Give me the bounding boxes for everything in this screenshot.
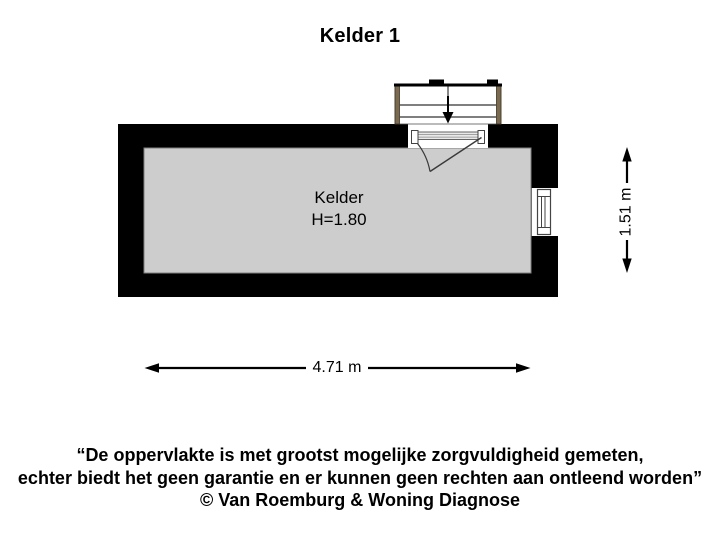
width-arrowhead-right-icon — [516, 363, 531, 373]
stair-down-arrow-icon — [442, 112, 454, 124]
height-arrowhead-top-icon — [622, 147, 632, 162]
stair-stringer-right — [496, 85, 502, 125]
height-dimension-label: 1.51 m — [612, 183, 641, 240]
height-arrowhead-bottom-icon — [622, 258, 632, 273]
door-leaf — [429, 136, 482, 173]
stair-top-edge — [394, 83, 502, 87]
page-title: Kelder 1 — [319, 25, 401, 47]
door-post-left — [411, 130, 419, 144]
copyright-line: © Van Roemburg & Woning Diagnose — [200, 490, 520, 510]
window-frame — [536, 188, 552, 236]
width-arrowhead-left-icon — [144, 363, 159, 373]
door-threshold — [417, 131, 479, 140]
door-post-right — [477, 130, 485, 144]
window — [536, 188, 552, 236]
disclaimer-line-1: “De oppervlakte is met grootst mogelijke… — [76, 445, 644, 465]
room-name: Kelder — [314, 188, 364, 207]
width-dimension-label: 4.71 m — [306, 356, 368, 379]
room-height: H=1.80 — [311, 210, 367, 229]
upper-wall-segment — [487, 79, 498, 86]
room-label: Kelder H=1.80 — [259, 187, 419, 231]
disclaimer-line-2: echter biedt het geen garantie en er kun… — [17, 467, 703, 488]
door — [411, 130, 485, 173]
staircase — [394, 79, 502, 125]
door-swing-arc — [417, 143, 431, 172]
upper-wall-segment — [429, 79, 444, 86]
stair-stringer-left — [394, 85, 400, 125]
footer-disclaimer: “De oppervlakte is met grootst mogelijke… — [0, 444, 720, 512]
room-floor — [143, 147, 532, 274]
height-dimension-text: 1.51 m — [617, 187, 635, 236]
